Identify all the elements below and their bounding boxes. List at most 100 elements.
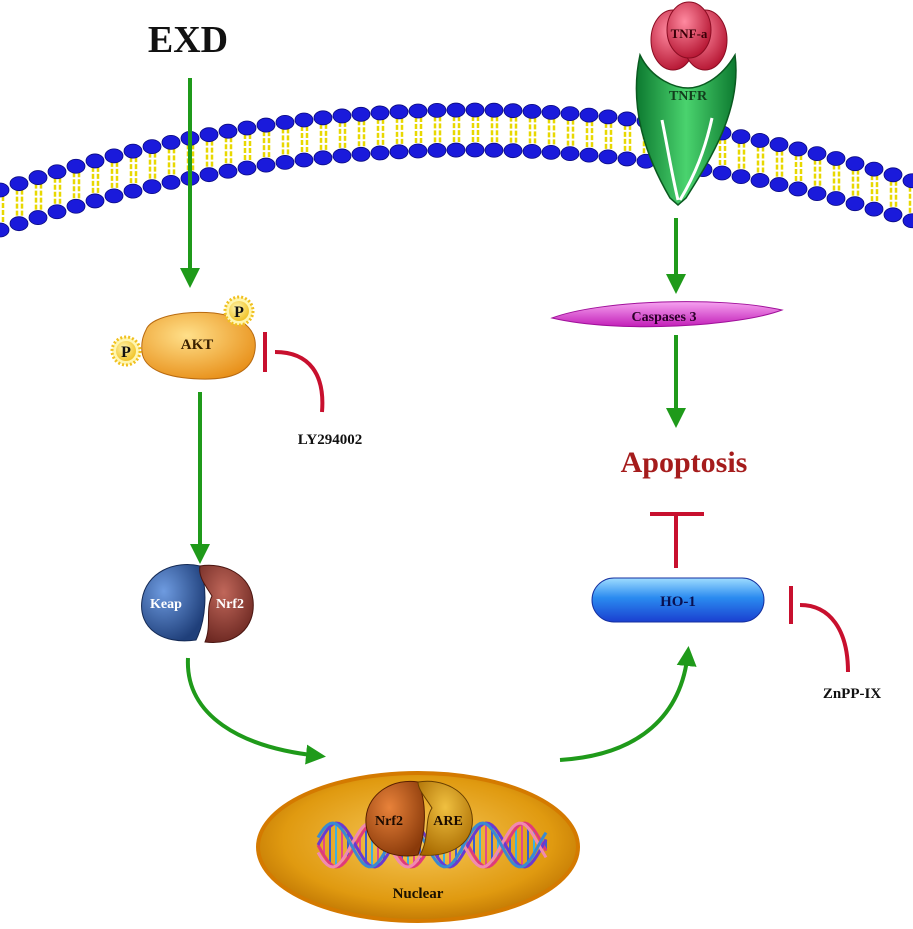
lipid-head	[845, 156, 865, 172]
inhibitor-ly294002	[263, 332, 325, 413]
arrow-nrf2-to-nucleus	[185, 657, 326, 765]
lipid-head	[446, 142, 466, 158]
lipid-head	[522, 103, 542, 119]
akt-label: AKT	[181, 337, 214, 353]
lipid-head	[161, 174, 181, 190]
lipid-head	[864, 161, 884, 177]
lipid-head	[731, 129, 751, 144]
lipid-head	[218, 163, 238, 179]
lipid-head	[617, 111, 637, 127]
caspase3-label: Caspases 3	[632, 310, 697, 325]
lipid-head	[275, 114, 295, 130]
lipid-head	[826, 151, 846, 166]
lipid-head	[503, 143, 523, 159]
nrf2-nuclear-label: Nrf2	[375, 814, 403, 829]
lipid-head	[503, 103, 523, 119]
lipid-head	[769, 137, 789, 152]
tnf-alpha-ligand	[650, 1, 728, 71]
lipid-head	[123, 183, 143, 199]
znpp-ix-label: ZnPP-IX	[823, 686, 882, 702]
lipid-head	[541, 104, 561, 120]
lipid-head	[199, 127, 219, 143]
ho1-label: HO-1	[660, 594, 696, 610]
lipid-head	[788, 141, 808, 157]
lipid-head	[807, 186, 827, 202]
nrf2-nuclear-protein	[365, 780, 425, 857]
exd-label: EXD	[148, 19, 228, 61]
lipid-head	[294, 152, 314, 168]
lipid-head	[9, 216, 29, 232]
phospho-label-1: P	[121, 344, 131, 361]
lipid-head	[883, 207, 903, 223]
inhibitor-ho1-apoptosis	[650, 512, 704, 568]
lipid-head	[598, 109, 618, 125]
keap1-protein	[141, 564, 206, 642]
lipid-head	[389, 144, 409, 160]
lipid-head	[598, 149, 618, 165]
nrf2-protein	[199, 564, 254, 644]
lipid-head	[351, 146, 371, 162]
tnfr-receptor	[635, 52, 737, 206]
lipid-head	[750, 133, 770, 148]
lipid-head	[85, 153, 105, 169]
lipid-head	[237, 120, 257, 136]
lipid-head	[0, 182, 10, 198]
lipid-head	[408, 103, 428, 119]
ly294002-label: LY294002	[298, 432, 362, 448]
lipid-head	[484, 142, 504, 158]
lipid-head	[47, 204, 67, 220]
lipid-head	[161, 134, 181, 150]
lipid-head	[142, 139, 162, 155]
lipid-head	[427, 142, 447, 158]
phospho-group-1	[110, 335, 142, 367]
tnfr-label: TNFR	[669, 89, 708, 104]
lipid-head	[218, 123, 238, 139]
lipid-head	[332, 148, 352, 164]
lipid-head	[199, 167, 219, 183]
lipid-head	[389, 104, 409, 120]
lipid-head	[579, 147, 599, 163]
akt-protein	[141, 311, 256, 380]
lipid-head	[579, 107, 599, 123]
lipid-head	[66, 198, 86, 214]
lipid-head	[541, 144, 561, 160]
lipid-head	[275, 154, 295, 170]
lipid-head	[47, 164, 67, 180]
lipid-head	[465, 142, 485, 158]
lipid-head	[313, 110, 333, 126]
lipid-head	[408, 143, 428, 159]
lipid-head	[370, 105, 390, 121]
lipid-head	[864, 201, 884, 217]
lipid-head	[0, 222, 10, 238]
lipid-head	[427, 102, 447, 118]
lipid-head	[731, 169, 751, 184]
lipid-head	[28, 170, 48, 185]
lipid-head	[294, 112, 314, 128]
ho1-shape	[591, 577, 765, 623]
lipid-head	[750, 173, 770, 188]
lipid-head	[522, 143, 542, 159]
lipid-head	[769, 177, 789, 192]
lipid-head	[351, 106, 371, 122]
lipid-head	[902, 213, 913, 229]
lipid-head	[66, 158, 86, 174]
lipid-head	[28, 210, 48, 225]
lipid-head	[237, 160, 257, 176]
keap-label: Keap	[150, 597, 182, 612]
lipid-head	[617, 151, 637, 167]
are-label: ARE	[433, 814, 463, 829]
lipid-head	[845, 196, 865, 212]
lipid-head	[256, 117, 276, 133]
lipid-head	[256, 157, 276, 173]
lipid-head	[826, 191, 846, 206]
phospho-label-2: P	[234, 304, 244, 321]
lipid-head	[465, 102, 485, 118]
nucleus-label: Nuclear	[393, 886, 444, 902]
lipid-head	[902, 173, 913, 189]
lipid-head	[142, 179, 162, 195]
nrf2-label: Nrf2	[216, 597, 244, 612]
lipid-head	[123, 143, 143, 159]
caspase3-shape	[550, 301, 784, 328]
lipid-head	[560, 146, 580, 162]
